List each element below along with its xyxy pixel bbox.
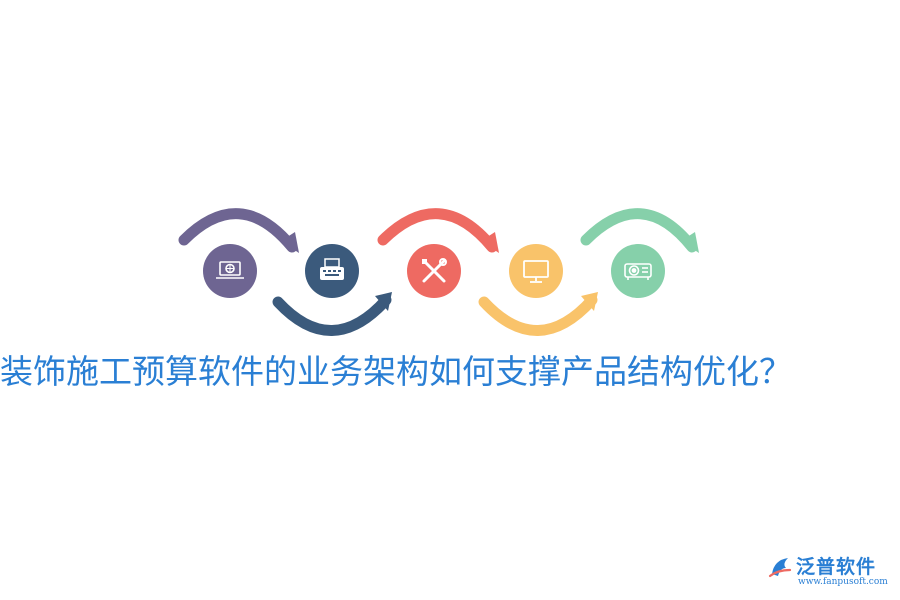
flow-step-5 (611, 244, 665, 298)
flow-arrow-4-head (581, 292, 598, 311)
typewriter-icon (320, 258, 344, 280)
brand-watermark: 泛普软件 www.fanpusoft.com (768, 550, 893, 590)
flow-arrow-5-head (681, 232, 699, 253)
flow-arrow-1-head (281, 232, 299, 253)
flow-step-3 (407, 244, 461, 298)
flow-arrow-2 (272, 294, 392, 336)
page-title: 装饰施工预算软件的业务架构如何支撑产品结构优化？ (0, 352, 792, 391)
flow-arrow-3-head (481, 232, 499, 253)
tools-icon (422, 258, 447, 283)
brand-name: 泛普软件 (796, 556, 877, 578)
laptop-globe-icon (216, 261, 244, 279)
projector-icon (624, 263, 652, 280)
brand-url: www.fanpusoft.com (798, 577, 888, 587)
flow-step-4 (509, 244, 563, 298)
flow-arrow-5 (580, 208, 698, 253)
monitor-icon (523, 260, 549, 283)
flow-step-2 (305, 244, 359, 298)
fanpu-logo-icon (768, 558, 792, 578)
flow-arrow-1 (178, 208, 298, 253)
flow-arrow-2-head (375, 292, 392, 311)
process-flow-graphic (178, 208, 699, 336)
flow-step-1 (203, 244, 257, 298)
flow-arrow-3 (377, 208, 498, 253)
flow-arrow-4 (478, 294, 598, 336)
